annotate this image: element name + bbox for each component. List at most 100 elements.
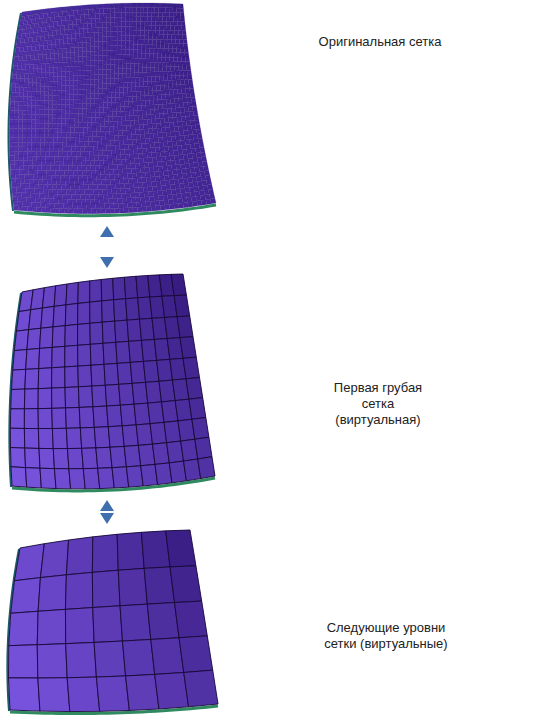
mesh-cell xyxy=(34,55,38,60)
mesh-cell xyxy=(115,92,119,97)
mesh-cell xyxy=(138,68,142,73)
mesh-cell xyxy=(104,165,109,170)
mesh-cell xyxy=(20,174,25,179)
mesh-cell xyxy=(115,88,119,93)
mesh-cell xyxy=(36,82,40,87)
mesh-cell xyxy=(62,137,67,142)
mesh-cell xyxy=(19,156,24,161)
mesh-cell xyxy=(125,188,130,193)
mesh-cell xyxy=(161,53,165,58)
mesh-cell xyxy=(119,140,124,145)
mesh-cell xyxy=(55,49,59,54)
mesh-cell xyxy=(19,101,23,106)
mesh-cell xyxy=(53,128,57,133)
mesh-cell xyxy=(53,81,57,86)
mesh-cell xyxy=(72,29,76,34)
mesh-cell xyxy=(61,180,66,185)
mesh-cell xyxy=(41,208,46,213)
mesh-cell xyxy=(99,165,104,170)
mesh-cell xyxy=(202,161,207,166)
mesh-cell xyxy=(68,204,73,209)
mesh-cell xyxy=(122,59,126,64)
mesh-cell xyxy=(53,95,57,100)
mesh-cell xyxy=(38,368,52,389)
mesh-cell xyxy=(156,81,161,86)
mesh-cell xyxy=(27,105,31,110)
mesh-cell xyxy=(160,39,164,44)
mesh-cell xyxy=(182,66,187,71)
mesh-cell xyxy=(158,8,162,13)
mesh-cell xyxy=(147,77,151,82)
mesh-cell xyxy=(182,61,187,66)
mesh-cell xyxy=(77,15,81,20)
mesh-cell xyxy=(145,96,150,101)
mesh-cell xyxy=(53,119,57,124)
mesh-cell xyxy=(55,166,60,171)
mesh-cell xyxy=(66,11,70,16)
mesh-cell xyxy=(148,129,153,134)
mesh-cell xyxy=(44,96,48,101)
mesh-cell xyxy=(19,87,23,92)
mesh-cell xyxy=(78,52,82,57)
mesh-cell xyxy=(18,133,22,138)
mesh-cell xyxy=(13,350,27,371)
mesh-cell xyxy=(53,449,69,469)
mesh-cell xyxy=(100,170,105,175)
mesh-cell xyxy=(106,46,110,51)
mesh-cell xyxy=(28,161,33,166)
mesh-cell xyxy=(166,99,171,104)
mesh-cell xyxy=(166,62,170,67)
mesh-cell xyxy=(35,46,39,51)
mesh-cell xyxy=(41,82,45,87)
mesh-cell xyxy=(174,62,178,67)
mesh-cell xyxy=(24,165,29,170)
mesh-cell xyxy=(74,6,78,11)
mesh-cell xyxy=(78,80,82,85)
mesh-cell xyxy=(77,161,82,166)
mesh-cell xyxy=(41,156,46,161)
mesh-cell xyxy=(54,284,67,306)
mesh-cell xyxy=(195,120,200,125)
mesh-cell xyxy=(70,76,74,81)
mesh-cell xyxy=(29,179,34,184)
mesh-cell xyxy=(36,207,41,212)
mesh-cell xyxy=(168,85,173,90)
mesh-cell xyxy=(47,175,52,180)
mesh-cell xyxy=(72,20,76,25)
mesh-cell xyxy=(80,151,85,156)
mesh-cell xyxy=(164,80,169,85)
mesh-cell xyxy=(144,30,148,35)
mesh-cell xyxy=(120,102,125,107)
mesh-cell xyxy=(153,128,158,133)
mesh-cell xyxy=(66,137,71,142)
mesh-cell xyxy=(107,102,111,107)
mesh-cell xyxy=(118,59,122,64)
mesh-cell xyxy=(40,110,44,115)
mesh-cell xyxy=(174,98,179,103)
mesh-cell xyxy=(49,86,53,91)
mesh-cell xyxy=(99,23,103,28)
mesh-cell xyxy=(18,147,23,152)
mesh-cell xyxy=(173,57,177,62)
mesh-cell xyxy=(90,94,94,99)
mesh-cell xyxy=(114,131,119,136)
mesh-cell xyxy=(78,209,83,214)
mesh-cell xyxy=(173,8,177,13)
mesh-cell xyxy=(154,3,158,8)
mesh-cell xyxy=(111,8,115,13)
mesh-cell xyxy=(125,8,129,13)
mesh-cell xyxy=(40,327,53,349)
mesh-cell xyxy=(48,35,52,40)
mesh-cell xyxy=(179,4,183,9)
mesh-cell xyxy=(62,67,66,72)
mesh-cell xyxy=(182,30,186,34)
mesh-cell xyxy=(183,75,188,80)
mesh-cell xyxy=(52,326,65,348)
mesh-cell xyxy=(144,8,148,13)
mesh-cell xyxy=(159,30,163,35)
mesh-cell xyxy=(96,175,101,180)
mesh-cell xyxy=(166,17,170,22)
mesh-cell xyxy=(122,130,127,135)
mesh-cell xyxy=(84,19,88,24)
mesh-cell xyxy=(65,76,69,81)
